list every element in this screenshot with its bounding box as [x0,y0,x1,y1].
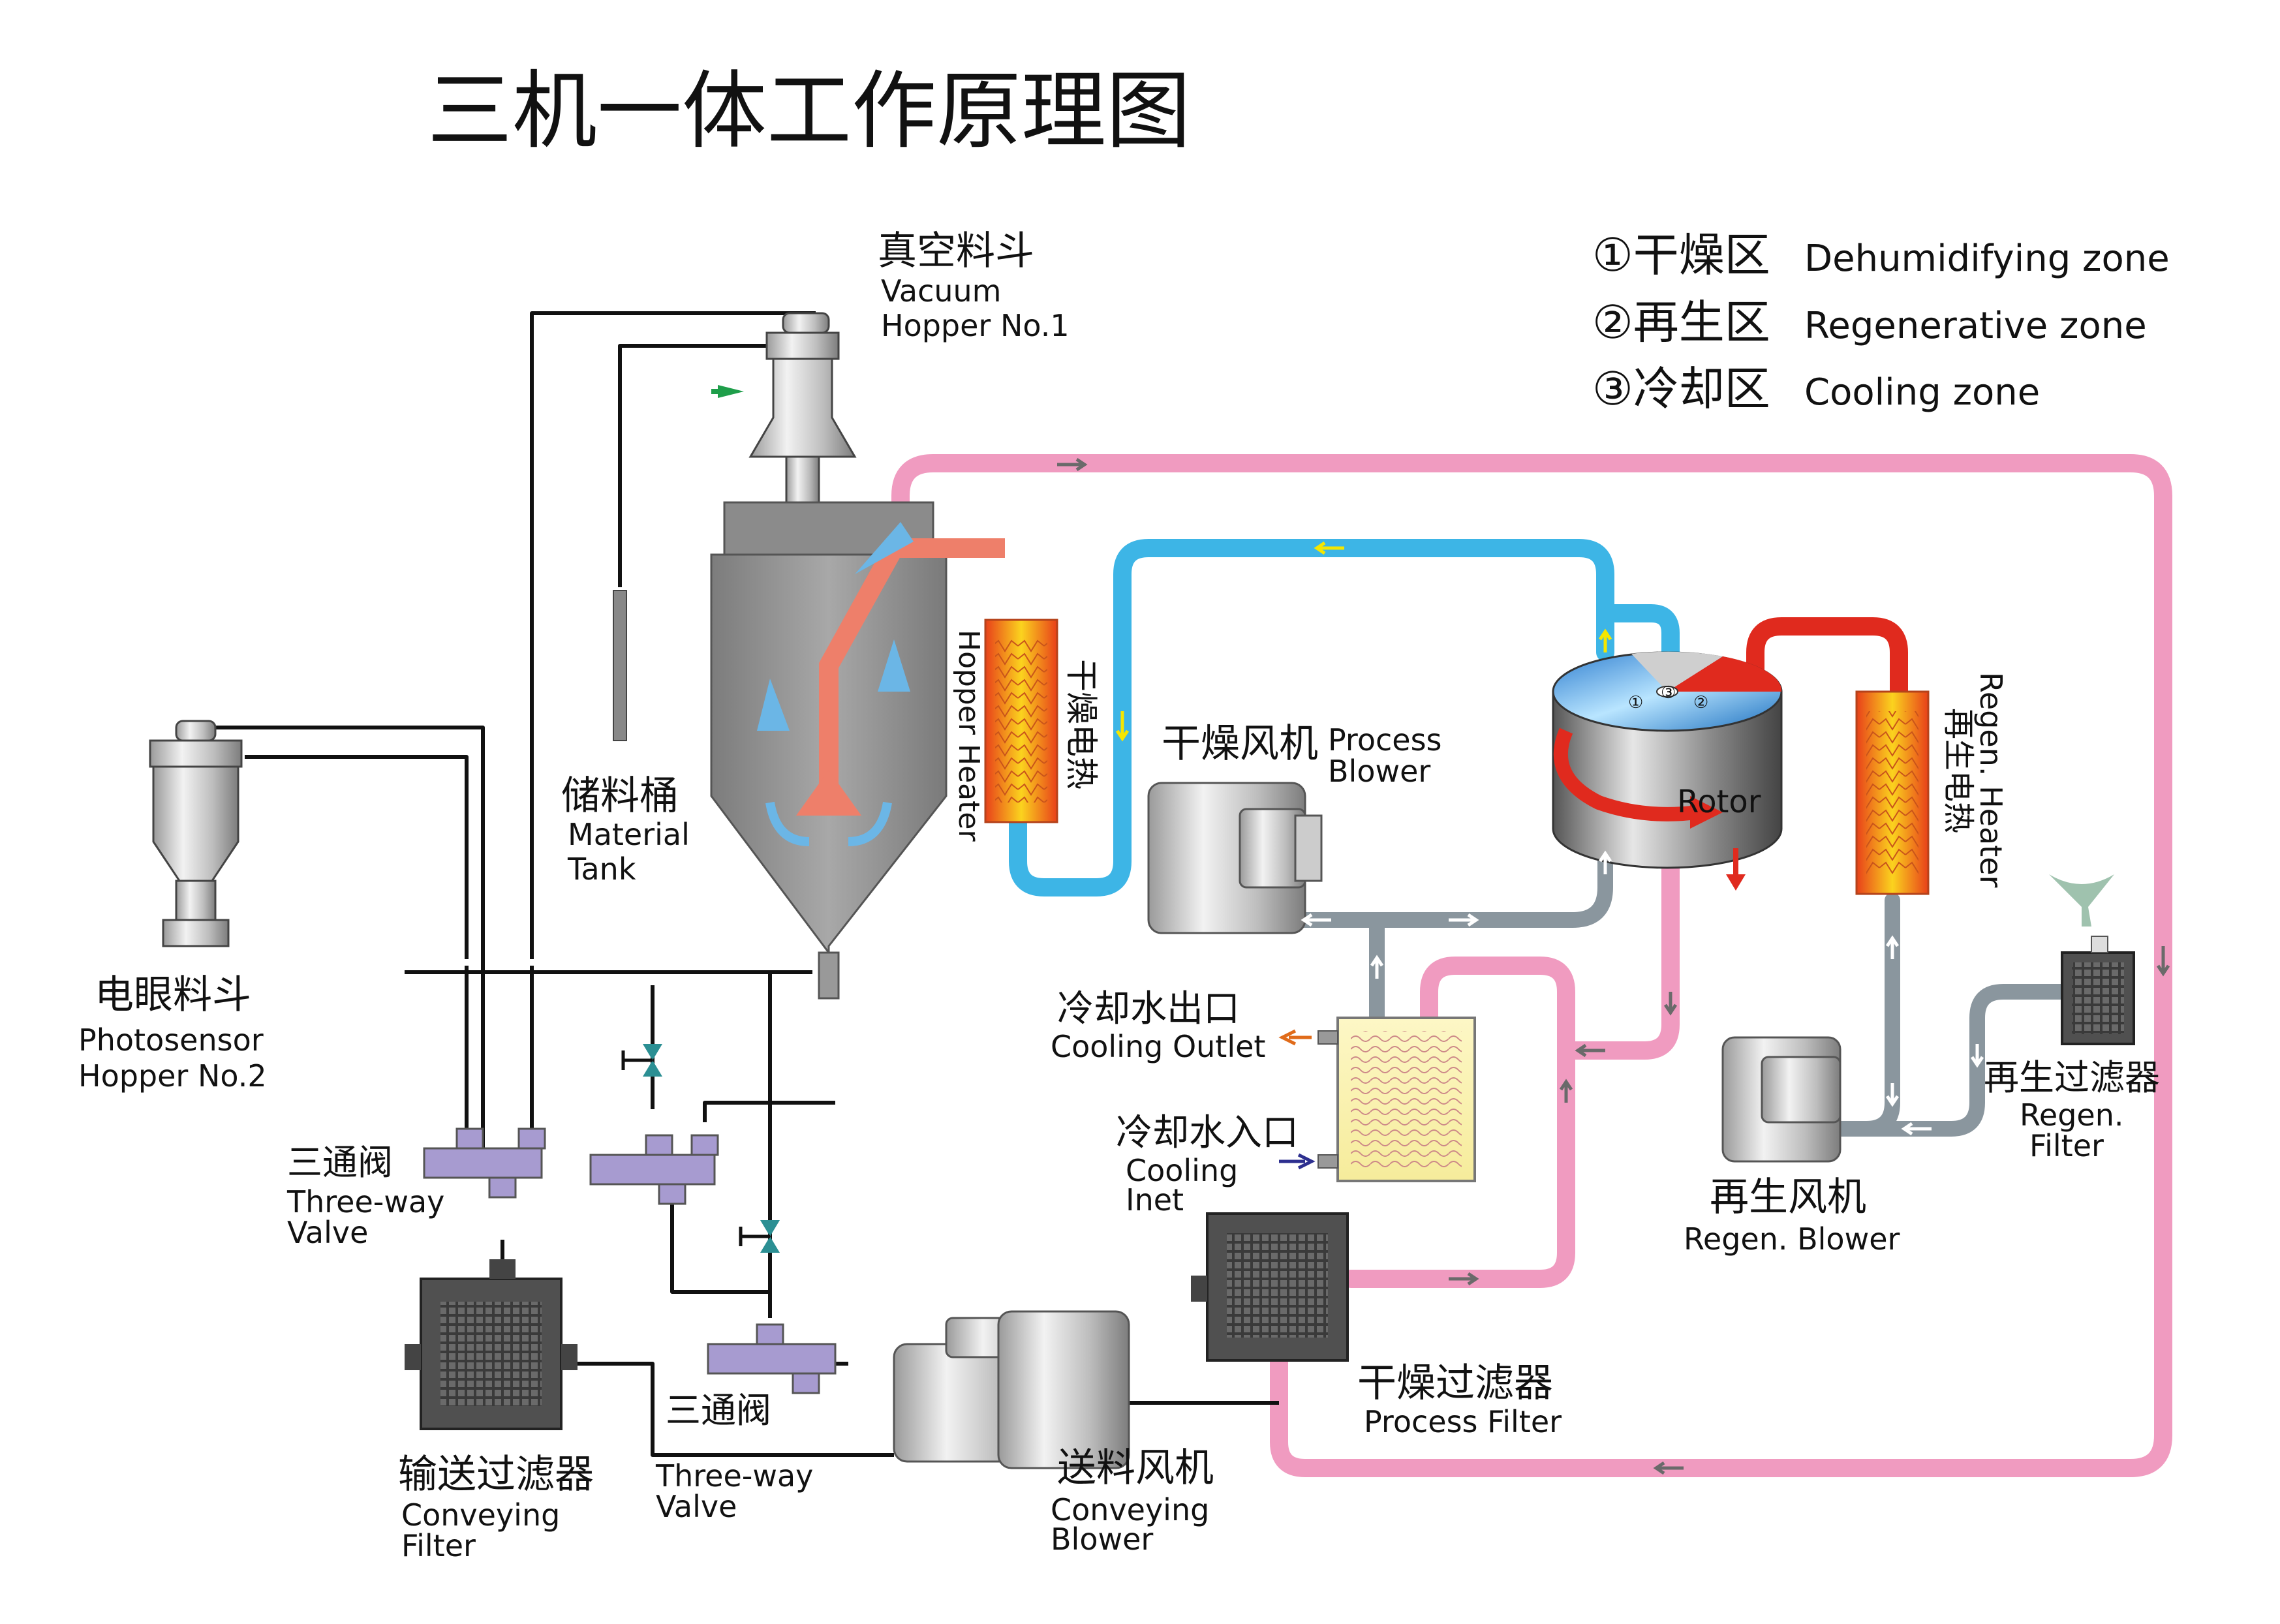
photosensor-hopper-zh: 电眼料斗 [95,972,251,1018]
inlet-arrow [1279,1153,1316,1170]
legend-zone1-en: Dehumidifying zone [1804,237,2170,280]
conveying-filter [405,1259,578,1430]
cooling-inlet-zh: 冷却水入口 [1116,1112,1299,1154]
shutoff-valve-2[interactable] [739,1220,780,1253]
legend-zone2-en: Regenerative zone [1804,305,2147,347]
legend-zone3-zh: ③冷却区 [1592,362,1770,416]
conveying-blower [893,1310,1130,1469]
cooling-outlet-en: Cooling Outlet [1051,1029,1265,1064]
hopper-heater-en: Hopper Heater [952,630,985,842]
regen-blower-en: Regen. Blower [1684,1221,1900,1257]
page-title: 三机一体工作原理图 [427,61,1191,161]
regen-filter-zh: 再生过滤器 [1984,1057,2160,1098]
process-blower-en2: Blower [1328,754,1430,789]
valve2-zh: 三通阀 [666,1390,771,1431]
process-blower [1147,782,1323,934]
photosensor-hopper-en2: Hopper No.2 [78,1058,267,1094]
rotor-zone2-mark: ② [1693,693,1708,712]
valve2-en1: Three-way [655,1458,813,1494]
process-filter [1191,1212,1349,1362]
process-filter-en: Process Filter [1364,1404,1562,1439]
valve2-en2: Valve [656,1489,737,1524]
red-regen-loop [1746,617,1908,701]
regen-blower-zh: 再生风机 [1710,1174,1866,1220]
rotor-zone1-mark: ① [1628,693,1643,712]
three-way-valve-mid[interactable] [589,1134,719,1205]
outlet-arrow [1278,1029,1312,1046]
flow-arrows [1057,457,2170,1475]
conveying-filter-zh: 输送过滤器 [398,1452,594,1497]
photosensor-hopper-en1: Photosensor [78,1022,264,1058]
legend-zone3-en: Cooling zone [1804,371,2040,414]
vacuum-hopper-zh: 真空料斗 [878,228,1034,274]
material-tank-en1: Material [568,817,690,852]
legend-zone1-zh: ①干燥区 [1592,228,1770,282]
pink-air-loop [891,454,2172,1477]
hopper-heater-zh: 干燥电热 [1062,659,1100,789]
vacuum-hopper-en1: Vacuum [881,273,1002,309]
conveying-filter-en2: Filter [401,1528,476,1563]
valve1-zh: 三通阀 [287,1142,393,1183]
legend-zone2-zh: ②再生区 [1592,296,1770,349]
conveying-blower-zh: 送料风机 [1057,1445,1214,1491]
water-cooler [1317,1017,1476,1182]
desiccant-rotor [1552,651,1783,891]
process-blower-en1: Process [1328,722,1442,758]
hopper-heater [984,619,1058,823]
rotor-zone3-mark: ③ [1661,683,1676,703]
process-filter-zh: 干燥过滤器 [1357,1360,1553,1406]
cooling-inlet-en1: Cooling [1126,1153,1238,1188]
material-tank [710,501,1005,1000]
regen-blower [1721,1036,1841,1163]
photosensor-hopper [149,720,243,947]
regen-filter-en2: Filter [2029,1128,2104,1163]
conveying-blower-en2: Blower [1051,1522,1153,1557]
vacuum-hopper-en2: Hopper No.1 [881,308,1070,343]
valve1-en2: Valve [287,1215,368,1250]
three-way-valve-left[interactable] [423,1127,546,1199]
regen-heater-en: Regen. Heater [1973,672,2009,888]
conveying-filter-en1: Conveying [401,1497,560,1533]
cooling-inlet-en2: Inet [1126,1182,1184,1218]
rotor-label: Rotor [1677,784,1761,820]
material-tank-en2: Tank [567,851,636,887]
vacuum-hopper [711,312,857,504]
conveying-blower-en1: Conveying [1051,1492,1209,1527]
zone-legend: ①干燥区 Dehumidifying zone ②再生区 Regenerativ… [1592,228,2170,416]
valve1-en1: Three-way [286,1184,444,1219]
regen-heater-zh: 再生电热 [1940,708,1977,833]
regen-heater [1855,690,1930,895]
three-way-valve-bottom[interactable] [707,1323,837,1394]
process-blower-zh: 干燥风机 [1162,721,1318,767]
level-probe [613,590,627,741]
cooling-outlet-zh: 冷却水出口 [1057,988,1240,1030]
material-tank-zh: 储料桶 [561,773,679,819]
regen-filter [2049,874,2135,1045]
regen-filter-en1: Regen. [2020,1097,2123,1133]
shutoff-valve-1[interactable] [621,1044,662,1077]
